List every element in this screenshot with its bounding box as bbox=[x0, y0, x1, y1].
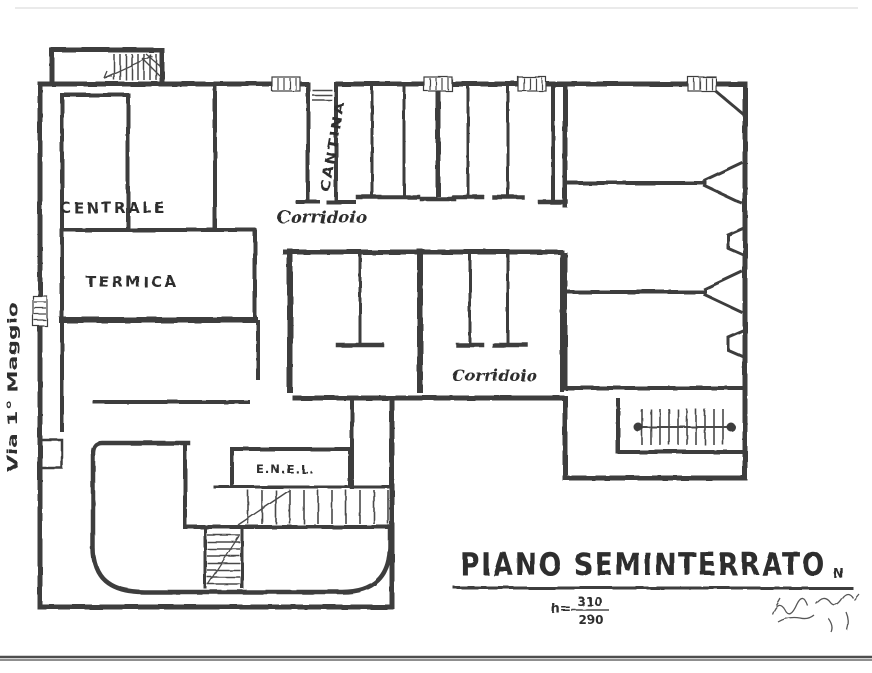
middle-cellar-partitions bbox=[287, 249, 564, 393]
staircase-middle-icon bbox=[213, 485, 389, 526]
room-label-cantina: CANTINA bbox=[318, 99, 349, 192]
room-label-enel: E.N.E.L. bbox=[256, 462, 314, 476]
room-label-centrale: CENTRALE bbox=[60, 199, 167, 217]
plan-title: PIANO SEMINTERRATO bbox=[460, 547, 826, 583]
height-denominator: 290 bbox=[578, 613, 603, 627]
left-rooms-walls bbox=[40, 82, 260, 470]
staircase-right-icon bbox=[616, 398, 747, 454]
corridor-label-upper: Corridoio bbox=[277, 208, 367, 228]
height-prefix: h= bbox=[551, 602, 571, 617]
height-note: h= 310 290 bbox=[551, 595, 609, 627]
street-label: Via 1° Maggio bbox=[5, 302, 21, 472]
right-wing-walls bbox=[562, 81, 746, 391]
signature-stamp bbox=[771, 593, 860, 633]
staircase-top-left-icon bbox=[103, 53, 161, 80]
scan-edge-bottom-line bbox=[0, 655, 872, 661]
staircase-bottom-left-icon bbox=[203, 528, 244, 589]
bottom-left-walls bbox=[90, 440, 393, 595]
title-block: PIANO SEMINTERRATO N h= 310 290 bbox=[453, 547, 854, 627]
upper-cellar-partitions bbox=[296, 81, 569, 205]
window-marks bbox=[32, 76, 717, 327]
room-label-termica: TERMICA bbox=[86, 273, 179, 291]
title-north-letter: N bbox=[833, 567, 844, 582]
height-numerator: 310 bbox=[577, 595, 602, 609]
outer-walls bbox=[37, 47, 748, 610]
corridor-lower-walls bbox=[292, 386, 744, 489]
corridor-label-lower: Corridoio bbox=[452, 366, 537, 385]
